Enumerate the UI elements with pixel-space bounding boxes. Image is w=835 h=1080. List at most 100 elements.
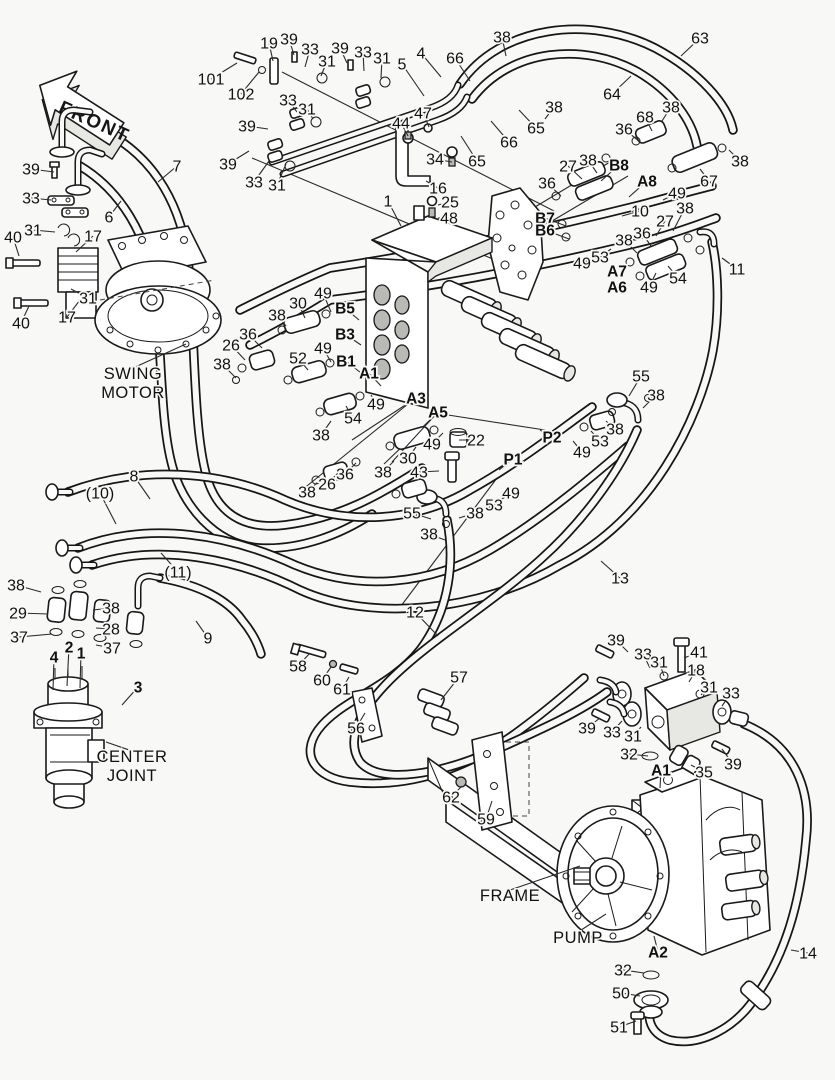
- leader-line: [160, 552, 179, 573]
- callout-49: 49: [640, 280, 658, 297]
- callout-43: 43: [410, 465, 428, 482]
- leader-line: [79, 652, 82, 689]
- callout-38: 38: [102, 601, 120, 618]
- leader-line: [605, 420, 616, 430]
- callout-60: 60: [313, 673, 331, 690]
- callout-55: 55: [403, 506, 421, 523]
- suction-fitting: [630, 970, 772, 1035]
- hose-14: [646, 721, 811, 1045]
- leader-line: [105, 741, 133, 752]
- leader-line: [345, 405, 354, 419]
- leader-line: [407, 446, 417, 459]
- leader-line: [12, 236, 20, 257]
- leader-line: [688, 669, 697, 683]
- leader-line: [572, 440, 583, 453]
- leader-line: [728, 149, 741, 162]
- component-label-motor: MOTOR: [101, 384, 165, 402]
- leader-line: [490, 120, 510, 143]
- callout-53: 53: [591, 434, 609, 451]
- leader-line: [586, 717, 601, 729]
- leader-line: [699, 168, 710, 182]
- callout-56: 56: [347, 721, 365, 738]
- leader-line: [322, 292, 332, 313]
- leader-line: [485, 800, 493, 820]
- component-label-pump: PUMP: [553, 929, 603, 947]
- pipe-5: [270, 83, 460, 164]
- leader-line: [478, 504, 495, 513]
- leader-line: [600, 164, 620, 182]
- leader-line: [95, 644, 113, 649]
- leader-line: [276, 163, 287, 186]
- leader-line: [30, 168, 55, 173]
- callout-B3: B3: [335, 327, 355, 344]
- leader-line: [655, 220, 666, 237]
- leader-line: [287, 99, 298, 113]
- callout-38: 38: [647, 388, 665, 405]
- leader-line: [680, 37, 701, 57]
- callout-31: 31: [700, 680, 718, 697]
- callout-38: 38: [662, 100, 680, 117]
- callout-54: 54: [669, 271, 687, 288]
- callout-37: 37: [10, 630, 28, 647]
- component-label-center: CENTER: [97, 748, 168, 766]
- callout-51: 51: [610, 1020, 628, 1037]
- callout-38: 38: [579, 153, 597, 170]
- callout-49: 49: [423, 437, 441, 454]
- callout-(11): (11): [164, 565, 191, 582]
- callout-38: 38: [213, 357, 231, 374]
- callout-49: 49: [573, 445, 591, 462]
- callout-48: 48: [440, 211, 458, 228]
- component-label-frame: FRAME: [480, 887, 540, 905]
- callout-27: 27: [656, 214, 674, 231]
- leader-line: [210, 62, 238, 80]
- callout-31: 31: [373, 51, 391, 68]
- callout-11: 11: [729, 262, 746, 279]
- callout-4: 4: [50, 650, 59, 667]
- leader-line: [30, 197, 52, 201]
- leader-line: [501, 36, 507, 57]
- manifold-18: [591, 637, 750, 776]
- callout-53: 53: [485, 498, 503, 515]
- callout-39: 39: [238, 119, 256, 136]
- callout-67: 67: [700, 174, 718, 191]
- leader-line: [721, 748, 734, 765]
- leader-line: [509, 865, 581, 891]
- callout-35: 35: [695, 765, 713, 782]
- clamp-57: [417, 688, 459, 736]
- hose-64: [469, 50, 700, 149]
- leader-line: [351, 397, 417, 441]
- callout-A3: A3: [406, 391, 426, 408]
- callout-33: 33: [634, 647, 652, 664]
- leader-line: [628, 753, 649, 757]
- leader-line: [362, 51, 365, 72]
- callout-33: 33: [245, 175, 263, 192]
- callout-30: 30: [289, 296, 307, 313]
- leader-line: [539, 429, 553, 438]
- callout-4: 4: [417, 46, 426, 63]
- callout-59: 59: [477, 812, 495, 829]
- callout-7: 7: [173, 159, 182, 176]
- callout-36: 36: [538, 176, 556, 193]
- callout-1: 1: [384, 194, 393, 211]
- leader-line: [52, 656, 55, 691]
- leader-line: [400, 122, 409, 137]
- leader-line: [99, 492, 117, 525]
- leader-line: [387, 200, 402, 227]
- hose-10: [75, 443, 631, 585]
- leader-line: [344, 462, 357, 475]
- leader-line: [66, 646, 70, 687]
- callout-A1: A1: [359, 366, 379, 383]
- leader-line: [247, 333, 263, 349]
- leader-line: [418, 470, 440, 473]
- leader-lines: [12, 36, 809, 1028]
- callout-B5: B5: [335, 301, 355, 318]
- callout-40: 40: [4, 230, 22, 247]
- leader-line: [544, 229, 570, 240]
- callout-49: 49: [314, 341, 332, 358]
- callout-13: 13: [611, 571, 629, 588]
- callout-30: 30: [399, 451, 417, 468]
- callout-A5: A5: [428, 405, 448, 422]
- callout-38: 38: [312, 428, 330, 445]
- leader-line: [667, 265, 679, 279]
- callout-5: 5: [398, 57, 407, 74]
